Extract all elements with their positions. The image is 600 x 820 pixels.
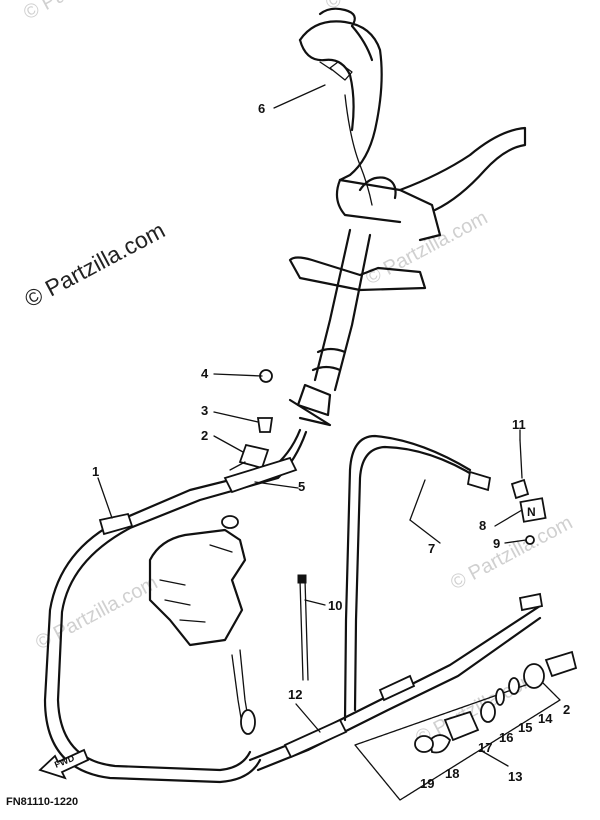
callout-7: 7 (428, 541, 435, 556)
callout-3: 3 (201, 403, 208, 418)
callout-13: 13 (508, 769, 522, 784)
callout-11: 11 (512, 417, 526, 432)
forward-arrow: FWD (38, 748, 90, 780)
watermark-main: © Partzilla.com (20, 217, 169, 313)
leader-lines (97, 84, 527, 767)
watermark: © Partzilla.com (322, 0, 451, 14)
callout-4: 4 (201, 366, 209, 381)
switch-parts: N (510, 439, 547, 545)
callout-18: 18 (445, 766, 459, 781)
fitting-kit-inset (354, 650, 578, 801)
callout-19: 19 (420, 776, 434, 791)
watermark: © Partzilla.com (20, 0, 149, 24)
steering-handle (288, 7, 527, 427)
cable-assembly (43, 428, 308, 784)
callout-2: 2 (201, 428, 208, 443)
diagram-code: FN81110-1220 (6, 796, 78, 808)
callout-9: 9 (493, 536, 500, 551)
watermark: © Partzilla.com (447, 512, 576, 595)
callout-14: 14 (538, 711, 553, 726)
callout-labels: 1 2 2 3 4 5 6 7 8 9 10 11 12 13 14 15 16… (92, 101, 570, 791)
callout-8: 8 (479, 518, 486, 533)
callout-16: 16 (499, 730, 513, 745)
watermark: © Partzilla.com (412, 667, 541, 750)
callout-15: 15 (518, 720, 532, 735)
callout-17: 17 (478, 740, 492, 755)
watermark: © Partzilla.com (32, 572, 161, 655)
callout-5: 5 (298, 479, 305, 494)
inset-letter: N (527, 505, 536, 519)
small-fittings (238, 369, 274, 470)
callout-10: 10 (328, 598, 342, 613)
jet-pump-bracket (148, 515, 256, 735)
callout-1: 1 (92, 464, 99, 479)
callout-2b: 2 (563, 702, 570, 717)
steering-cable (248, 434, 544, 772)
callout-6: 6 (258, 101, 265, 116)
throttle-cable-end (319, 61, 353, 81)
cable-tie (297, 574, 309, 681)
callout-12: 12 (288, 687, 302, 702)
